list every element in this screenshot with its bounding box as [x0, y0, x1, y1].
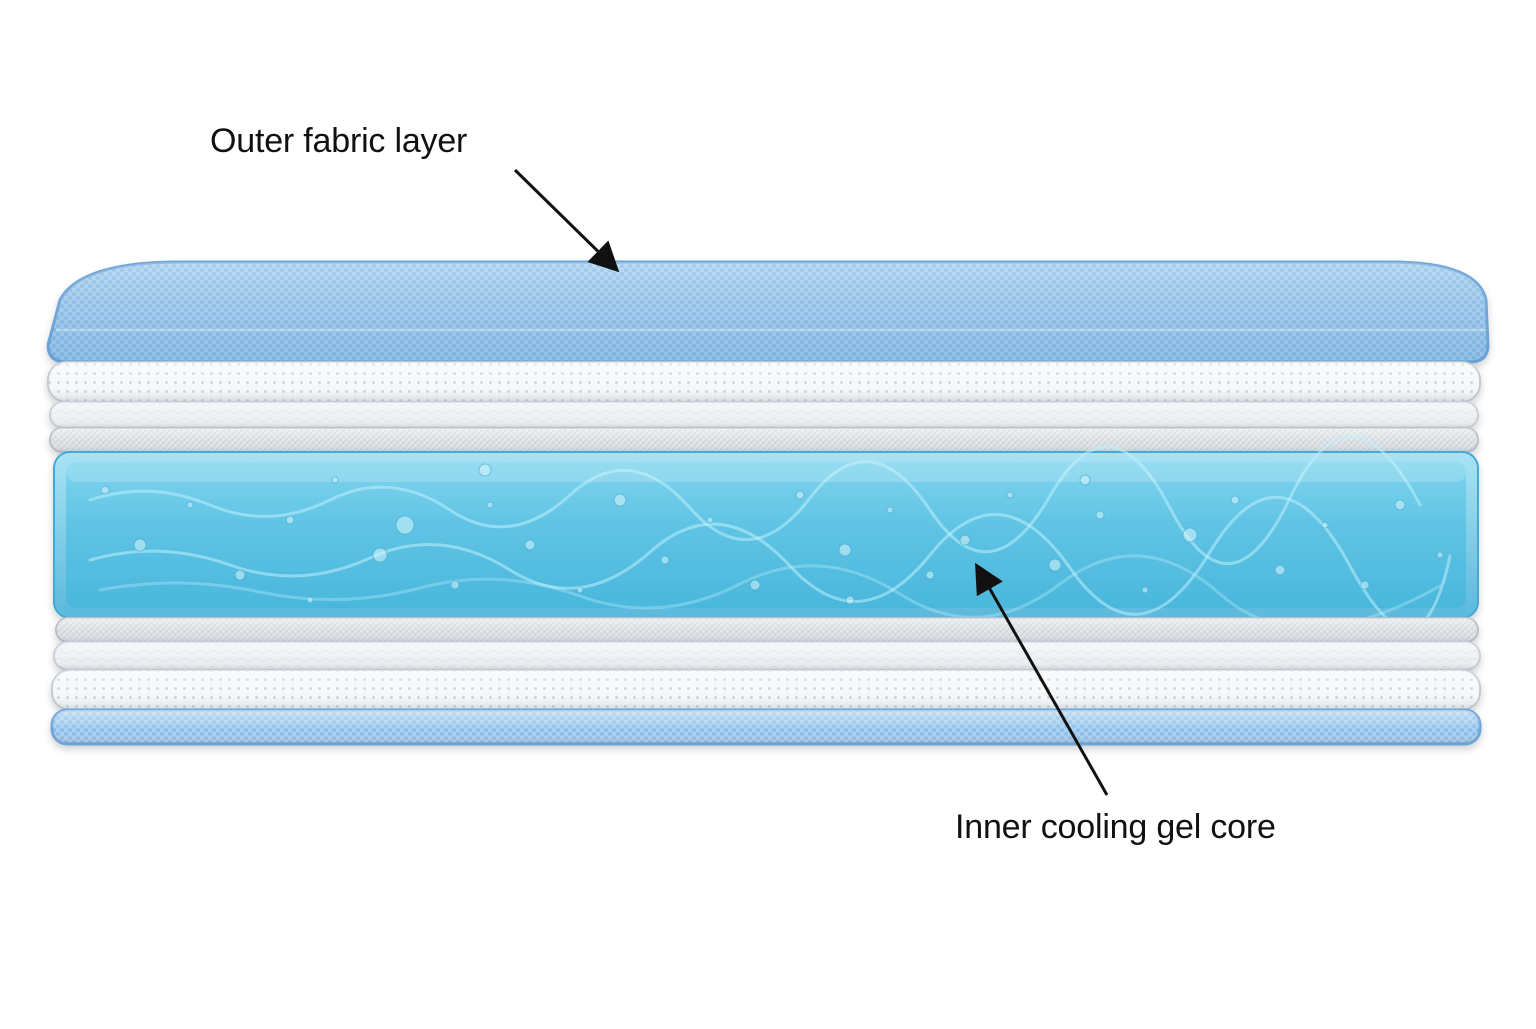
gel-core-arrow — [975, 562, 1109, 796]
gel-core-label: Inner cooling gel core — [955, 808, 1276, 846]
outer-fabric-label: Outer fabric layer — [210, 122, 468, 160]
white-mesh-layer-lower — [51, 669, 1481, 711]
white-wadding-layer-lower — [53, 641, 1481, 671]
cooling-gel-core — [53, 435, 1479, 630]
white-mesh-layer-upper — [47, 361, 1481, 403]
outer-fabric-arrow — [513, 168, 620, 273]
grey-knit-layer-upper — [49, 427, 1479, 453]
white-wadding-layer-upper — [49, 401, 1479, 429]
outer-fabric-bottom-layer — [50, 708, 1482, 746]
grey-knit-layer-lower — [55, 617, 1479, 643]
outer-fabric-top-layer — [46, 260, 1490, 364]
